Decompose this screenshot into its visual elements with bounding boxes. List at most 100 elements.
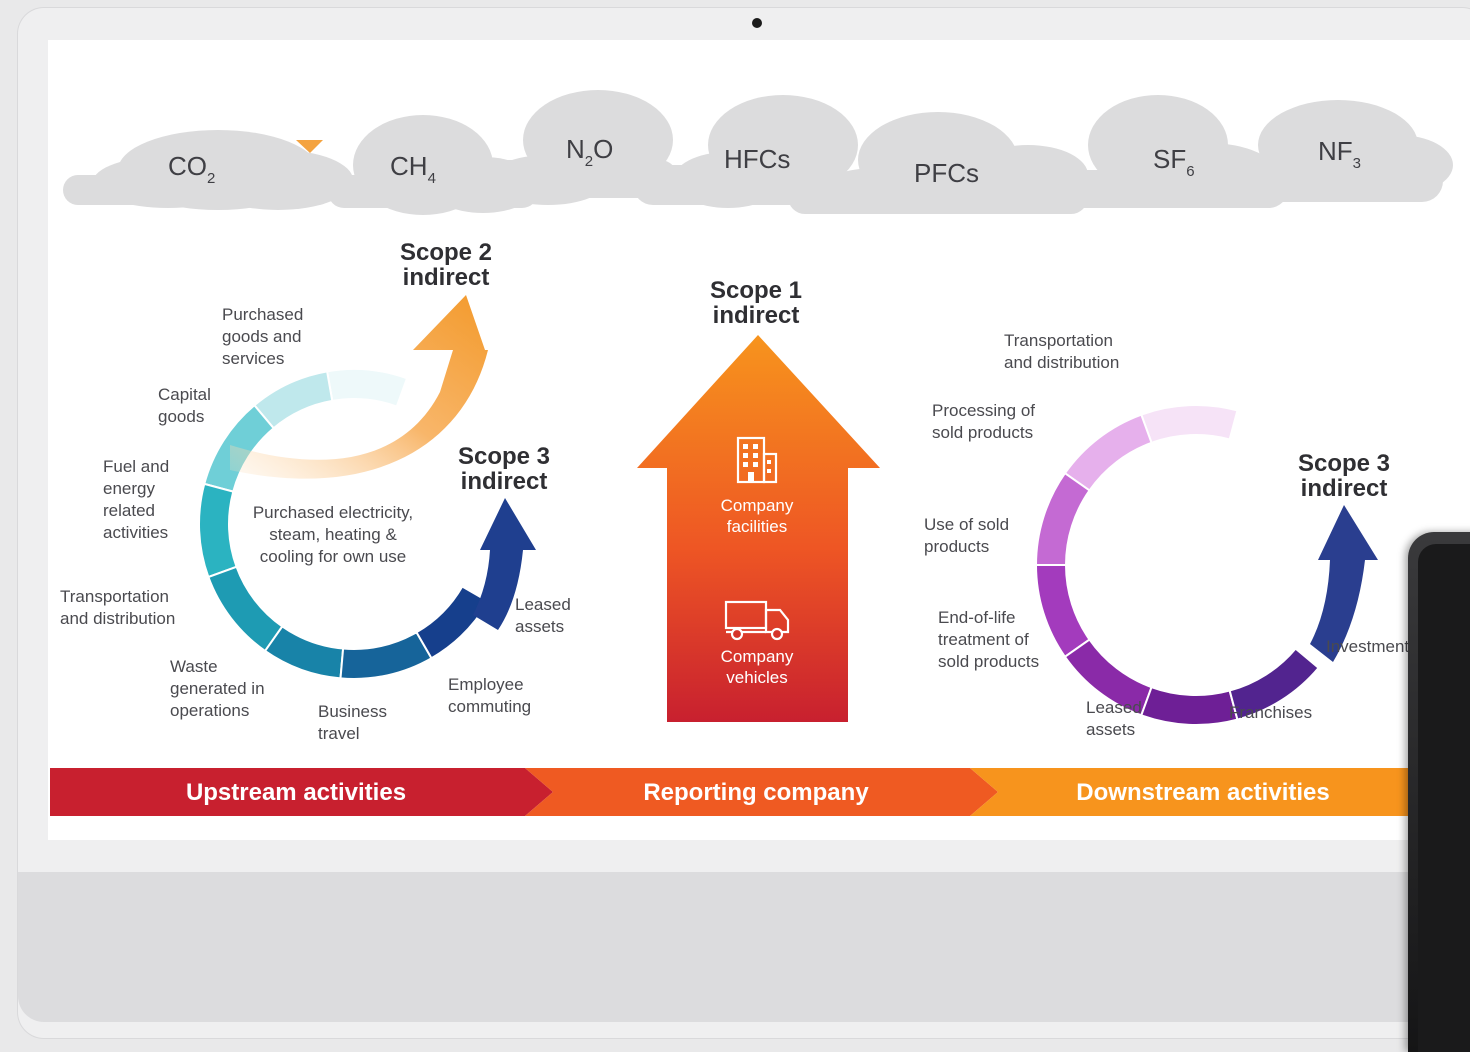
building-icon [736, 436, 778, 484]
activity-band: Upstream activities Reporting company Do… [50, 768, 1470, 816]
downstream-category-label: Leased [1086, 698, 1142, 717]
upstream-category-label: and distribution [60, 609, 175, 628]
cloud-nf3 [1248, 100, 1453, 202]
upstream-ring-segment [263, 625, 345, 680]
gas-label: N2O [566, 134, 613, 170]
downstream-ring-segment [1063, 413, 1153, 492]
cloud-pfcs [788, 112, 1088, 214]
company-facilities-line1: Company [721, 496, 794, 515]
scope3-upstream-title-line2: indirect [461, 468, 548, 495]
band-label-upstream: Upstream activities [186, 779, 406, 806]
scope1-title-line1: Scope 1 [710, 277, 802, 304]
downstream-ring-segment [1139, 685, 1239, 726]
scope2-desc-line: steam, heating & [269, 525, 397, 544]
upstream-category-label: commuting [448, 697, 531, 716]
scope2-title-line1: Scope 2 [400, 239, 492, 266]
scope2-desc-line: cooling for own use [260, 547, 406, 566]
phone-device [1408, 532, 1470, 1052]
gas-clouds [63, 90, 1453, 215]
upstream-category-label: goods and [222, 327, 301, 346]
scope3-downstream-title-line2: indirect [1301, 475, 1388, 502]
cloud-co2 [63, 130, 353, 210]
upstream-category-label: generated in [170, 679, 265, 698]
upstream-category-label: Business [318, 702, 387, 721]
downstream-ring-segment [1139, 404, 1239, 445]
downstream-category-labels: Transportation and distributionProcessing… [924, 331, 1418, 739]
band-label-reporting: Reporting company [643, 779, 869, 806]
downstream-category-label: treatment of [938, 630, 1029, 649]
upstream-ring-segment [207, 565, 284, 653]
downstream-category-label: Franchises [1229, 703, 1312, 722]
scope3-upstream-title-line1: Scope 3 [458, 443, 550, 470]
downstream-category-label: Use of sold [924, 515, 1009, 534]
camera-dot [752, 18, 762, 28]
scope2-desc-line: Purchased electricity, [253, 503, 413, 522]
upstream-category-label: Purchased [222, 305, 303, 324]
scope2-description: Purchased electricity, steam, heating & … [253, 503, 413, 566]
gas-label: NF3 [1318, 136, 1361, 172]
ghg-scopes-diagram: CO2 CH4 N2O HFCs PFCs SF6 NF3 Upstream activit… [50, 90, 1470, 816]
company-vehicles-line2: vehicles [726, 668, 787, 687]
upstream-category-label: energy [103, 479, 155, 498]
downstream-category-label: Investments [1326, 637, 1418, 656]
upstream-category-label: Capital [158, 385, 211, 404]
downstream-category-label: sold products [938, 652, 1039, 671]
downstream-ring-segment [1228, 647, 1320, 721]
upstream-category-label: assets [515, 617, 564, 636]
upstream-category-label: travel [318, 724, 360, 743]
upstream-ring-segment [198, 482, 238, 579]
upstream-category-label: Employee [448, 675, 524, 694]
downstream-band [970, 768, 1470, 816]
upstream-ring-segment [415, 585, 490, 660]
upstream-category-label: Leased [515, 595, 571, 614]
upstream-category-label: activities [103, 523, 168, 542]
monitor-screen: CO2 CH4 N2O HFCs PFCs SF6 NF3 Upstream activit… [48, 40, 1470, 840]
company-vehicles-line1: Company [721, 647, 794, 666]
scope2-arrow [230, 295, 488, 479]
downstream-category-label: Processing of [932, 401, 1035, 420]
downstream-category-label: Transportation [1004, 331, 1113, 350]
monitor-chin [18, 872, 1470, 1022]
reporting-band [525, 768, 998, 816]
upstream-category-label: goods [158, 407, 204, 426]
cloud-hfcs [633, 95, 858, 208]
downstream-category-label: and distribution [1004, 353, 1119, 372]
company-facilities-line2: facilities [727, 517, 787, 536]
scope1-arrow [637, 335, 880, 722]
downstream-ring-segment [1034, 564, 1091, 659]
upstream-ring-segment [339, 630, 433, 680]
upstream-category-label: Fuel and [103, 457, 169, 476]
downstream-category-label: End-of-life [938, 608, 1015, 627]
cloud-sf6 [1058, 95, 1288, 208]
band-label-downstream: Downstream activities [1076, 779, 1329, 806]
upstream-scope3-ring [198, 368, 536, 680]
cloud-n2o [488, 90, 678, 205]
gas-label: PFCs [914, 158, 979, 188]
phone-screen [1418, 544, 1470, 1052]
scope3-upstream-arrowhead [473, 498, 536, 630]
upstream-band [50, 768, 553, 816]
upstream-category-label: operations [170, 701, 249, 720]
scope2-title-line2: indirect [403, 264, 490, 291]
orange-wisp [296, 140, 323, 153]
gas-labels: CO2 CH4 N2O HFCs PFCs SF6 NF3 [168, 134, 1361, 188]
gas-label: CH4 [390, 151, 436, 187]
downstream-category-label: products [924, 537, 989, 556]
downstream-scope3-ring [1034, 404, 1378, 726]
upstream-category-label: Waste [170, 657, 218, 676]
gas-label: SF6 [1153, 144, 1195, 180]
upstream-category-label: Transportation [60, 587, 169, 606]
scope3-downstream-title-line1: Scope 3 [1298, 450, 1390, 477]
scope1-title-line2: indirect [713, 302, 800, 329]
gas-label: HFCs [724, 144, 790, 174]
upstream-category-label: related [103, 501, 155, 520]
downstream-category-label: assets [1086, 720, 1135, 739]
upstream-category-label: services [222, 349, 284, 368]
downstream-ring-segment [1034, 471, 1091, 566]
truck-icon [724, 600, 790, 641]
downstream-category-label: sold products [932, 423, 1033, 442]
upstream-ring-segment [325, 368, 409, 408]
gas-label: CO2 [168, 151, 215, 187]
scope3-downstream-arrowhead [1310, 505, 1378, 662]
